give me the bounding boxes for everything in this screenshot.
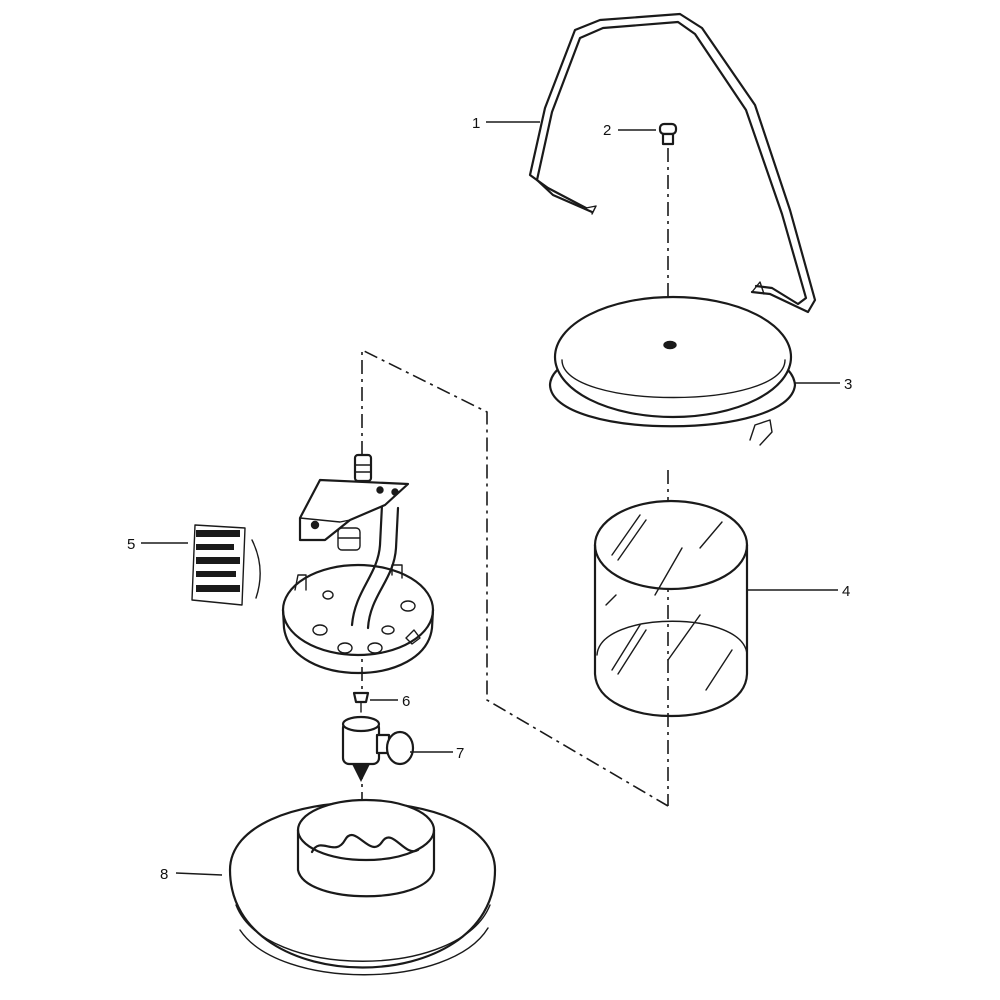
decal-line-4 [196, 571, 236, 577]
valve-tip [352, 764, 370, 782]
decal-line-5 [196, 585, 240, 592]
cap-center-hole [663, 340, 677, 350]
decal-outline [191, 524, 246, 606]
base-lower-edge [235, 904, 491, 962]
globe-reflections [605, 514, 733, 691]
cap-rim-top [553, 295, 793, 419]
axis-line-burner [361, 348, 669, 807]
callout-8: 8 [160, 866, 168, 883]
burner-plate-holes [312, 590, 416, 654]
burner-bracket [298, 478, 410, 542]
valve-top [341, 715, 381, 733]
bracket-hole-3 [391, 488, 399, 496]
callout-3: 3 [844, 376, 852, 393]
base-outer [228, 801, 497, 969]
generator-tube-left [350, 503, 384, 627]
burner-post-left [294, 574, 307, 591]
small-nut-body [352, 691, 370, 704]
decal-line-3 [196, 557, 240, 564]
callout-1: 1 [472, 115, 480, 132]
globe-sides [593, 543, 749, 717]
leader-lines [141, 121, 840, 876]
valve-assembly [341, 715, 415, 782]
base-collar-sides [296, 828, 436, 898]
callout-7: 7 [456, 745, 464, 762]
instruction-decal [191, 524, 261, 606]
glass-globe [593, 499, 749, 717]
decal-line-1 [196, 530, 240, 537]
base-fount [228, 798, 497, 976]
valve-knob [385, 730, 415, 766]
bail-hook-left [585, 205, 597, 215]
bail-wire-inner [535, 20, 808, 306]
base-collar-teeth [310, 833, 420, 854]
bracket-hole-2 [376, 486, 384, 494]
burner-post-right [391, 564, 403, 579]
bracket-edge [299, 517, 351, 523]
bail-hook-right [751, 281, 765, 295]
burner-plate-rim [281, 608, 435, 675]
nut-body [661, 132, 675, 146]
globe-top-ellipse [593, 499, 749, 591]
bracket-hole-1 [310, 520, 320, 530]
leader-8 [175, 872, 223, 876]
cap-dome-edge [561, 359, 786, 399]
callout-5: 5 [127, 536, 135, 553]
base-bottom-edge [239, 927, 489, 976]
ventilator-cap [548, 295, 797, 446]
callout-4: 4 [842, 583, 850, 600]
cap-hook-slot [749, 419, 773, 446]
burner-stem [353, 453, 373, 483]
burner-tab [405, 629, 421, 645]
decal-line-2 [196, 544, 234, 550]
nut-cap [658, 122, 678, 136]
bail-wire-outer [528, 12, 817, 314]
globe-bottom-back [596, 620, 748, 656]
ventilator-nut [658, 122, 678, 146]
mantle-fitting [337, 527, 361, 551]
generator-tube-right [366, 506, 400, 630]
small-nut [352, 691, 370, 713]
callout-labels: 1 2 3 4 5 6 7 8 [127, 115, 852, 883]
bail-handle [528, 12, 817, 314]
callout-2: 2 [603, 122, 611, 139]
burner-assembly [281, 453, 435, 675]
decal-curl [251, 539, 261, 599]
callout-6: 6 [402, 693, 410, 710]
